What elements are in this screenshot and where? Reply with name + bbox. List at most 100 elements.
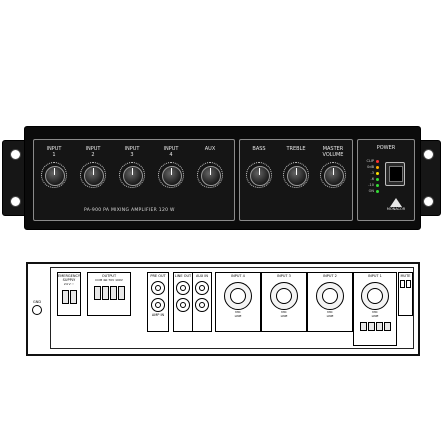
input-section: INPUT 1 INPUT 2 INPUT 3 INPUT 4 AUX PA-9… <box>33 139 235 221</box>
line-out-block: LINE OUT <box>173 272 193 332</box>
mic-line-label: MIC LINE <box>234 310 242 318</box>
input-1-control[interactable]: INPUT 1 <box>35 146 73 188</box>
led-icon <box>376 189 379 193</box>
rack-hole <box>10 149 21 160</box>
input-1-terminal[interactable] <box>354 322 396 331</box>
input-3-control[interactable]: INPUT 3 <box>113 146 151 188</box>
mute-label: MUTE <box>400 274 411 278</box>
input-label: INPUT 4 <box>231 274 245 278</box>
input-4-control[interactable]: INPUT 4 <box>152 146 190 188</box>
meter-row: 0dB <box>363 164 383 170</box>
knob-label: TREBLE <box>286 146 306 152</box>
knob-label: INPUT 3 <box>124 146 140 158</box>
meter-label: ON <box>368 189 374 193</box>
meter-label: 0dB <box>367 165 374 169</box>
meter-row: -3 <box>363 170 383 176</box>
gnd-label: GND <box>32 300 42 304</box>
tone-section: BASS TREBLE MASTER VOLUME <box>239 139 353 221</box>
power-switch[interactable] <box>385 162 405 186</box>
knob-label: INPUT 4 <box>163 146 179 158</box>
power-label: POWER <box>376 145 396 151</box>
pre-out-label: PRE OUT <box>150 274 166 278</box>
amp-in-jack[interactable] <box>151 298 165 312</box>
input-4-block: INPUT 4 MIC LINE <box>215 272 261 332</box>
input-1-block: INPUT 1 MIC LINE <box>353 272 397 346</box>
emergency-terminal[interactable] <box>58 290 80 304</box>
aux-in-block: AUX IN <box>192 272 212 332</box>
mute-block: MUTE <box>398 272 413 316</box>
meter-row: CLIP <box>363 158 383 164</box>
xlr-jack[interactable] <box>224 282 252 310</box>
knob-label: BASS <box>252 146 266 152</box>
meter-label: -3 <box>370 171 375 175</box>
amplifier-chassis: INPUT 1 INPUT 2 INPUT 3 INPUT 4 AUX PA-9… <box>24 126 421 230</box>
ground-icon <box>32 305 42 315</box>
speaker-output-block: OUTPUT COM 4Ω 70V 100V <box>87 272 131 316</box>
mic-line-label: MIC LINE <box>326 310 334 318</box>
mic-line-label: MIC LINE <box>371 310 379 318</box>
ground-terminal[interactable]: GND <box>30 300 44 315</box>
rack-hole <box>423 149 434 160</box>
mic-line-label: MIC LINE <box>280 310 288 318</box>
knob-label: AUX <box>204 146 216 152</box>
aux-in-label: AUX IN <box>195 274 209 278</box>
rack-ear-left <box>2 140 28 216</box>
meter-row: ON <box>363 188 383 194</box>
input-2-control[interactable]: INPUT 2 <box>74 146 112 188</box>
master-volume-control[interactable]: MASTER VOLUME <box>314 146 352 188</box>
rear-panel: GND EMERGENCY SUPPLY 24 V ⎓ OUTPUT COM 4… <box>26 262 420 356</box>
dip-switch[interactable] <box>399 280 412 288</box>
model-text: PA-900 PA MIXING AMPLIFIER 120 W <box>84 208 175 213</box>
aux-control[interactable]: AUX <box>191 146 229 188</box>
bass-knob[interactable] <box>246 162 272 188</box>
master-volume-knob[interactable] <box>320 162 346 188</box>
output-label: OUTPUT <box>101 274 117 278</box>
rack-hole <box>423 196 434 207</box>
led-icon <box>376 171 379 175</box>
input-label: INPUT 3 <box>277 274 291 278</box>
treble-control[interactable]: TREBLE <box>277 146 315 188</box>
volume-knob[interactable] <box>158 162 184 188</box>
led-icon <box>376 177 379 181</box>
treble-knob[interactable] <box>283 162 309 188</box>
input-2-block: INPUT 2 MIC LINE <box>307 272 353 332</box>
xlr-jack[interactable] <box>361 282 389 310</box>
input-label: INPUT 2 <box>323 274 337 278</box>
logo-text: MONACOR <box>386 207 406 211</box>
volume-knob[interactable] <box>197 162 223 188</box>
pre-out-jack[interactable] <box>151 281 165 295</box>
volume-knob[interactable] <box>41 162 67 188</box>
knob-label: INPUT 2 <box>85 146 101 158</box>
level-meter: CLIP 0dB -3 -6 -10 ON <box>363 158 383 194</box>
emergency-label: EMERGENCY SUPPLY <box>58 274 80 282</box>
meter-row: -6 <box>363 176 383 182</box>
line-out-jack-l[interactable] <box>176 281 190 295</box>
rear-connector-area: EMERGENCY SUPPLY 24 V ⎓ OUTPUT COM 4Ω 70… <box>50 267 414 349</box>
meter-label: CLIP <box>366 159 374 163</box>
input-3-block: INPUT 3 MIC LINE <box>261 272 307 332</box>
emergency-supply-block: EMERGENCY SUPPLY 24 V ⎓ <box>57 272 81 316</box>
led-icon <box>376 159 379 163</box>
aux-in-jack-l[interactable] <box>195 281 209 295</box>
bass-control[interactable]: BASS <box>240 146 278 188</box>
line-out-label: LINE OUT <box>174 274 192 278</box>
meter-row: -10 <box>363 182 383 188</box>
xlr-jack[interactable] <box>316 282 344 310</box>
meter-label: -6 <box>370 177 375 181</box>
aux-in-jack-r[interactable] <box>195 298 209 312</box>
output-terminal[interactable] <box>88 286 130 300</box>
knob-label: INPUT 1 <box>46 146 62 158</box>
volume-knob[interactable] <box>80 162 106 188</box>
power-section: POWER CLIP 0dB -3 -6 -10 ON MONACOR <box>357 139 415 221</box>
amp-in-label: AMP IN <box>151 313 165 317</box>
line-out-jack-r[interactable] <box>176 298 190 312</box>
volume-knob[interactable] <box>119 162 145 188</box>
logo-icon <box>390 198 402 207</box>
output-sub: COM 4Ω 70V 100V <box>95 278 123 282</box>
front-panel: INPUT 1 INPUT 2 INPUT 3 INPUT 4 AUX PA-9… <box>2 126 441 230</box>
xlr-jack[interactable] <box>270 282 298 310</box>
input-label: INPUT 1 <box>368 274 382 278</box>
meter-label: -10 <box>368 183 374 187</box>
rack-hole <box>10 196 21 207</box>
pre-out-amp-in-block: PRE OUT AMP IN <box>147 272 169 332</box>
